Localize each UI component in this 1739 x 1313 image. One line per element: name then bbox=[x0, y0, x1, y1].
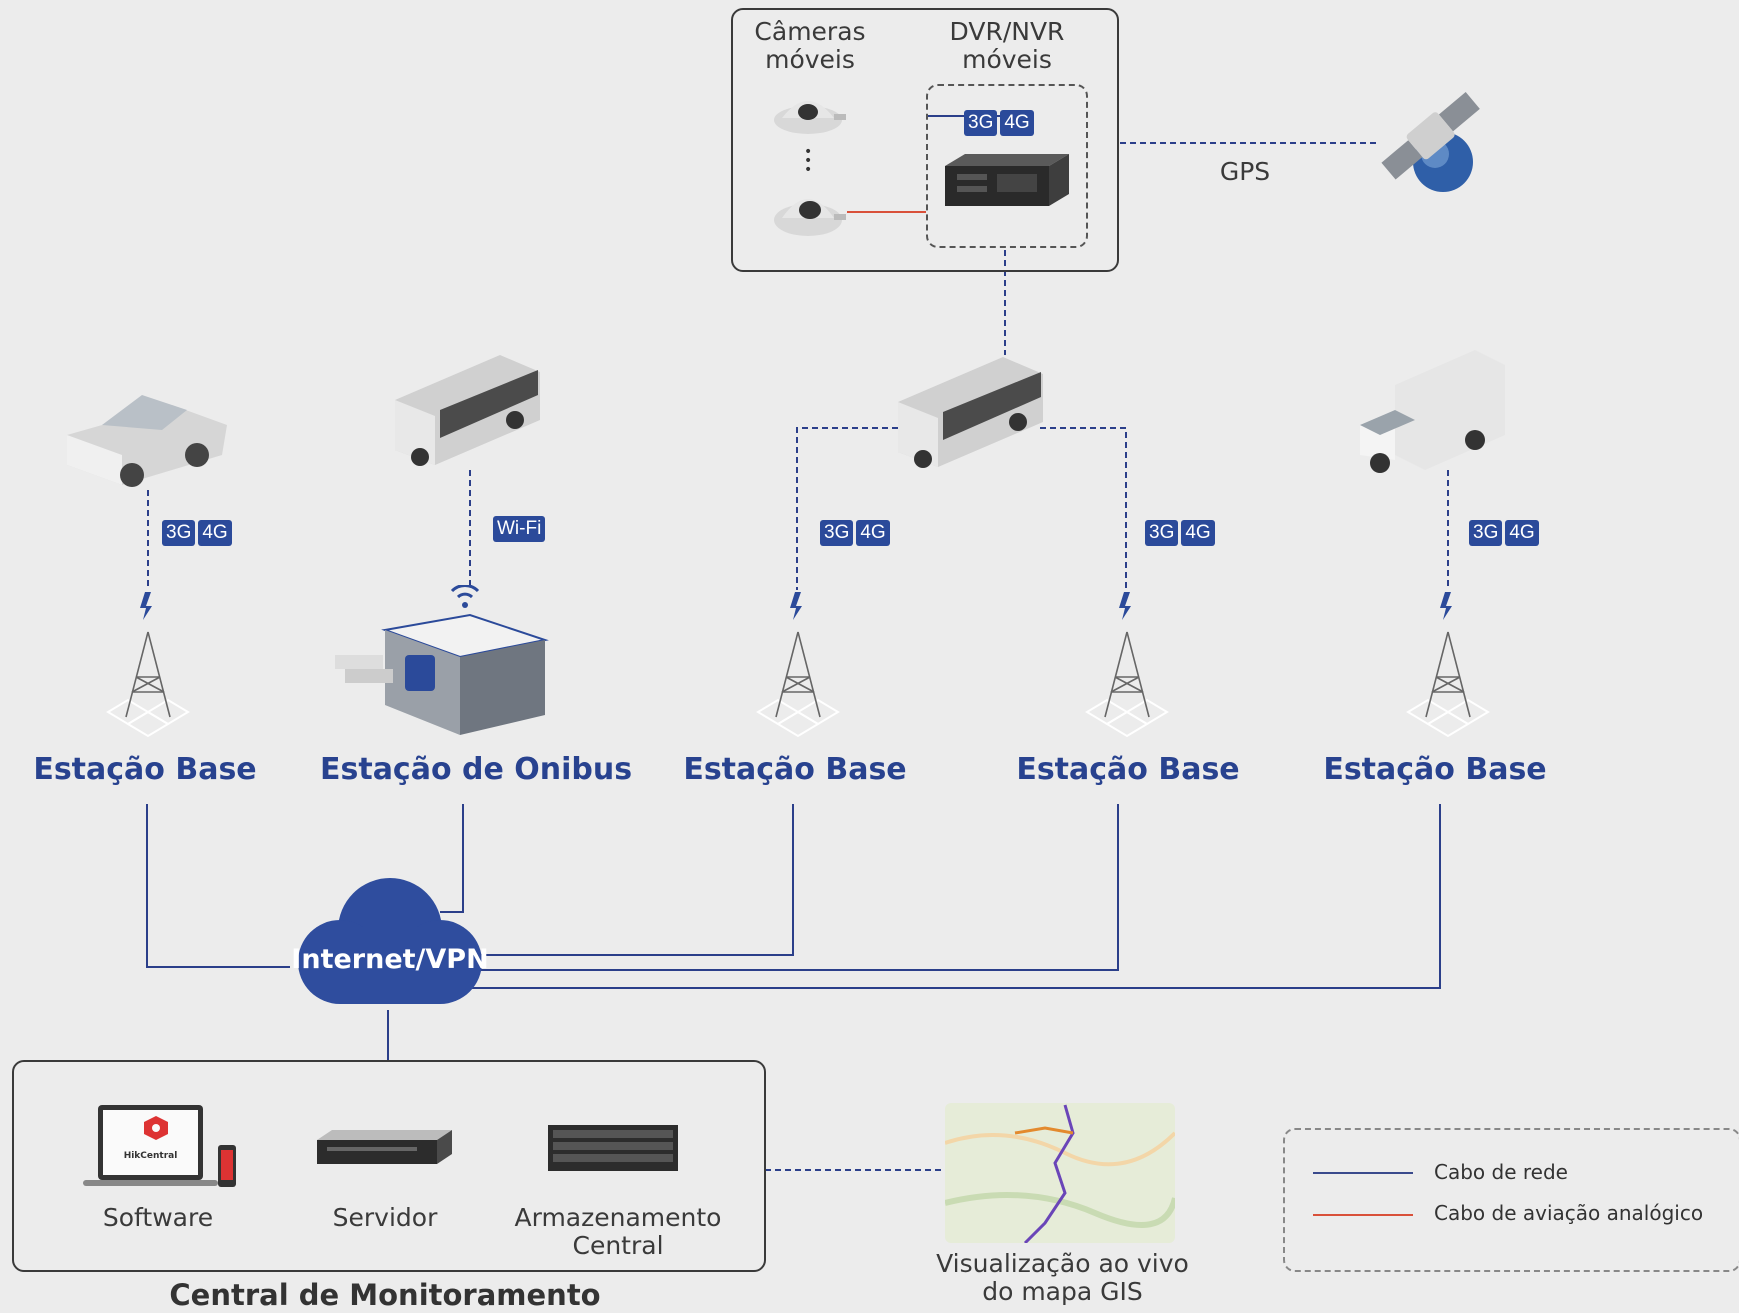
software-brand: HikCentral bbox=[123, 1151, 178, 1161]
station-label: Estação de Onibus bbox=[320, 752, 633, 787]
gps-label: GPS bbox=[1219, 157, 1271, 186]
badge-3g: 3G bbox=[1145, 520, 1179, 546]
station-label: Estação Base bbox=[1016, 752, 1240, 787]
cloud-icon bbox=[298, 878, 482, 1004]
car-network-badge: 3G 4G bbox=[162, 520, 232, 546]
station-label: Estação Base bbox=[1323, 752, 1547, 787]
central-monitoring-box bbox=[12, 1060, 766, 1272]
cargo-truck-icon bbox=[1360, 350, 1505, 473]
cloud-label: Internet/VPN bbox=[291, 944, 489, 975]
wifi-badge: Wi-Fi bbox=[493, 516, 546, 542]
central-item-label: Servidor bbox=[332, 1203, 438, 1232]
dome-camera-icon bbox=[774, 199, 846, 236]
central-title: Central de Monitoramento bbox=[169, 1278, 601, 1312]
gis-label: Visualização ao vivo do mapa GIS bbox=[936, 1249, 1189, 1306]
central-item-label: Software bbox=[102, 1203, 214, 1232]
badge-3g: 3G bbox=[162, 520, 196, 546]
cell-tower-icon bbox=[1085, 592, 1169, 738]
badge-4g: 4G bbox=[856, 520, 890, 546]
truck-network-badge: 3G 4G bbox=[1469, 520, 1539, 546]
cell-tower-icon bbox=[1406, 592, 1490, 738]
dvr-label: DVR/NVR móveis bbox=[949, 17, 1065, 74]
bus-icon bbox=[898, 357, 1043, 468]
station-label: Estação Base bbox=[33, 752, 257, 787]
badge-4g: 4G bbox=[1181, 520, 1215, 546]
cell-tower-icon bbox=[106, 592, 190, 738]
bus-left-network-badge: 3G 4G bbox=[820, 520, 890, 546]
central-item-label: Armazenamento Central bbox=[514, 1203, 722, 1260]
cell-tower-icon bbox=[756, 592, 840, 738]
legend-label: Cabo de rede bbox=[1434, 1160, 1568, 1184]
server-icon bbox=[317, 1130, 452, 1164]
cameras-label: Câmeras móveis bbox=[754, 17, 866, 74]
bus-icon bbox=[395, 355, 540, 466]
more-cameras-dots-icon: ••• bbox=[804, 144, 813, 178]
pickup-truck-icon bbox=[67, 395, 227, 487]
dvr-network-badge: 3G 4G bbox=[964, 110, 1034, 136]
dvr-device-icon bbox=[945, 154, 1069, 206]
bus-right-network-badge: 3G 4G bbox=[1145, 520, 1215, 546]
dvr-dashed-box bbox=[926, 84, 1088, 248]
legend-label: Cabo de aviação analógico bbox=[1434, 1201, 1704, 1225]
badge-3g: 3G bbox=[1469, 520, 1503, 546]
station-label: Estação Base bbox=[683, 752, 907, 787]
storage-icon bbox=[548, 1125, 678, 1171]
vehicle-unit-box bbox=[731, 8, 1119, 272]
badge-3g: 3G bbox=[820, 520, 854, 546]
badge-4g: 4G bbox=[1505, 520, 1539, 546]
laptop-icon bbox=[83, 1105, 236, 1187]
legend-box bbox=[1283, 1128, 1739, 1272]
gis-map-thumbnail bbox=[945, 1103, 1175, 1243]
badge-wifi: Wi-Fi bbox=[493, 516, 546, 542]
satellite-icon bbox=[1381, 91, 1480, 192]
bus-station-building-icon bbox=[335, 585, 549, 735]
badge-4g: 4G bbox=[198, 520, 232, 546]
badge-3g: 3G bbox=[964, 110, 998, 136]
dome-camera-icon bbox=[774, 101, 846, 134]
badge-4g: 4G bbox=[1000, 110, 1034, 136]
